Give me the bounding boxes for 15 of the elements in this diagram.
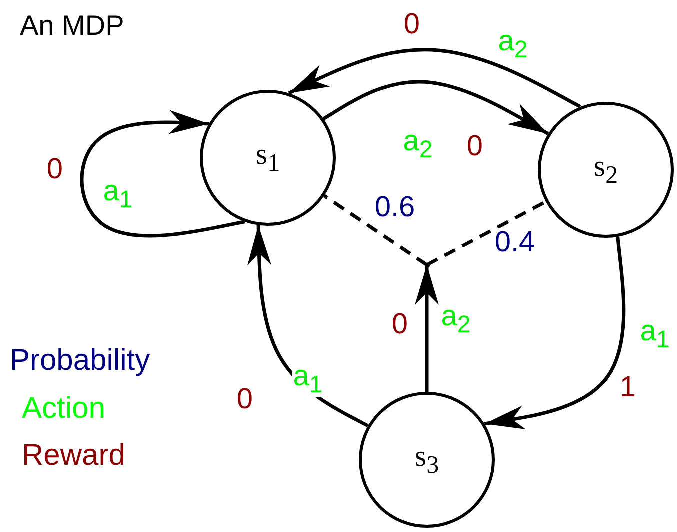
arrow bbox=[415, 265, 439, 392]
connector-line bbox=[426, 200, 547, 267]
legend-entry: Reward bbox=[22, 439, 126, 473]
arrow bbox=[80, 110, 246, 238]
legend-entry: Action bbox=[22, 392, 106, 426]
arrow bbox=[484, 236, 626, 430]
connector-line bbox=[323, 194, 428, 266]
state-label: s$_{3}$ bbox=[414, 440, 440, 480]
title: An MDP bbox=[20, 10, 124, 42]
state-label: s$_{1}$ bbox=[256, 138, 280, 178]
arrow bbox=[322, 80, 550, 136]
arrow bbox=[288, 48, 582, 108]
state-label: s$_{2}$ bbox=[594, 150, 618, 190]
legend-entry: Probability bbox=[10, 344, 150, 378]
junction-point bbox=[424, 262, 430, 268]
